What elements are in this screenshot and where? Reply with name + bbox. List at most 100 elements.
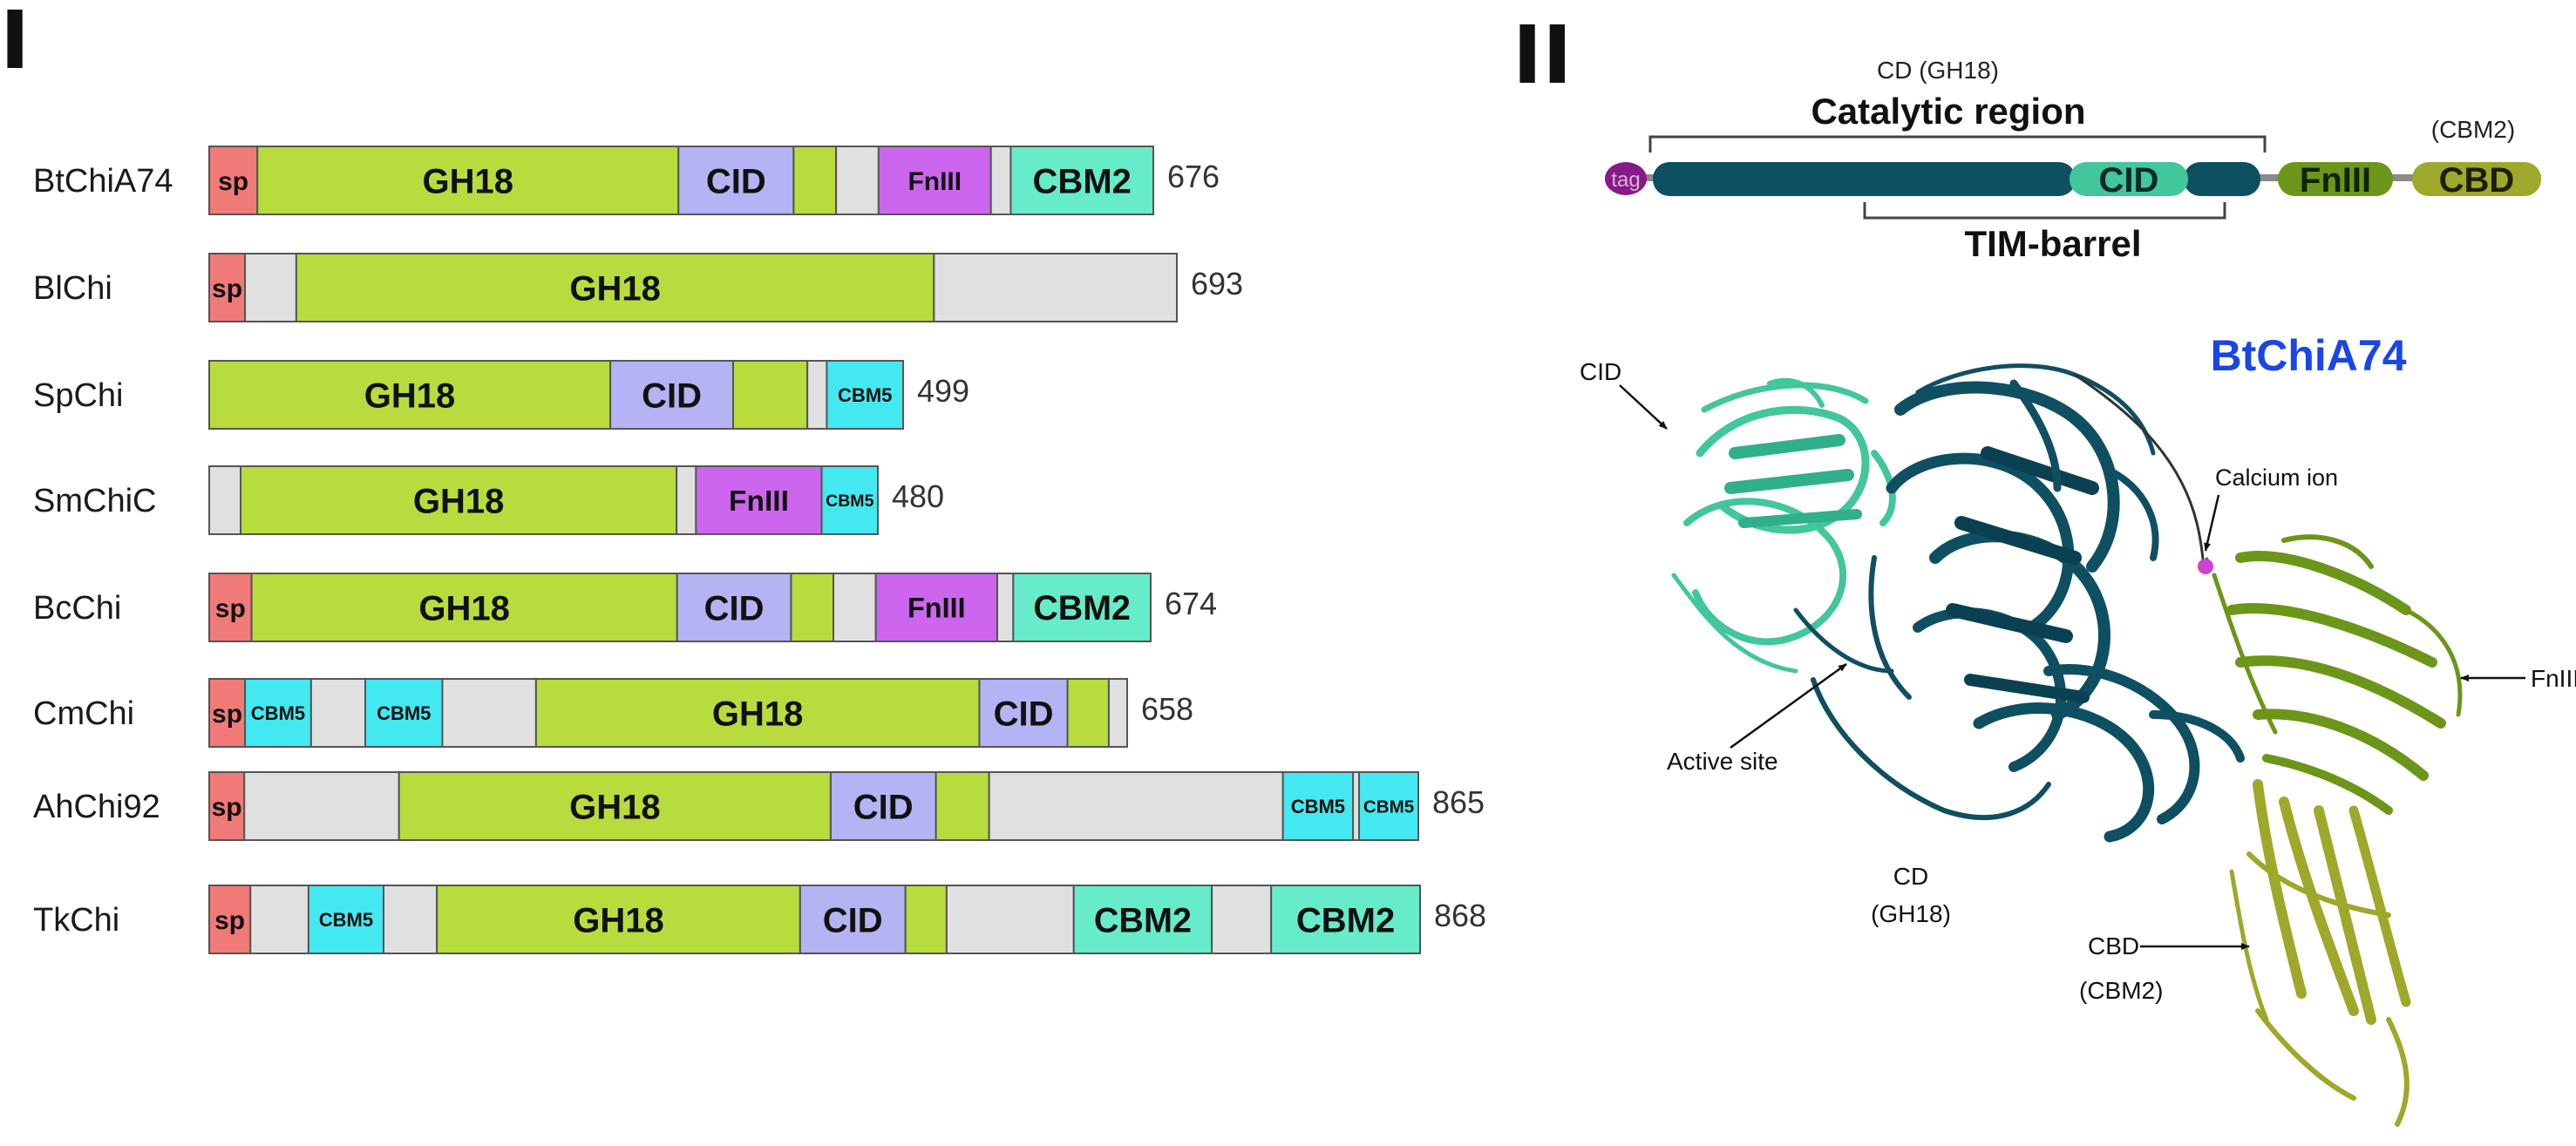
fn3-annotation: FnIII (2531, 665, 2576, 692)
protein-length-ahchi92: 865 (1432, 784, 1485, 820)
cbm2-label-tkchi-8: CBM2 (1094, 901, 1192, 939)
protein-name-tkchi: TkChi (33, 902, 119, 939)
sp-label-cmchi-0: sp (212, 700, 242, 729)
fn3-domain (2278, 162, 2393, 196)
linker-segment-btchia74-6 (989, 146, 1012, 215)
cid-domain-label: CID (2099, 161, 2159, 200)
cbm5-label-ahchi92-6: CBM5 (1291, 796, 1345, 817)
active-site-arrow (1730, 662, 1847, 749)
cid-label-ahchi92-3: CID (853, 788, 914, 826)
sp-segment-btchia74-0 (208, 146, 259, 215)
protein-name-smchic: SmChiC (33, 483, 156, 519)
gh18-label-cmchi-5: GH18 (712, 695, 804, 733)
protein-name-btchia74: BtChiA74 (33, 163, 173, 200)
tag-label: tag (1611, 168, 1640, 192)
catalytic-region-caption: Catalytic region (1811, 91, 2085, 132)
cid-segment-btchia74-2 (677, 146, 795, 215)
gh18-label-btchia74-1: GH18 (422, 162, 513, 200)
gh18-segment-ahchi92-2 (398, 771, 832, 841)
sp-label-blchi-0: sp (212, 275, 242, 303)
cid-segment-spchi-1 (609, 360, 734, 430)
fn3-domain-label: FnIII (2300, 161, 2371, 200)
protein-name-blchi: BlChi (33, 270, 112, 307)
sp-label-btchia74-0: sp (218, 167, 248, 196)
cbm5-label-smchic-4: CBM5 (826, 492, 873, 511)
linker-segment-blchi-3 (933, 253, 1178, 322)
tim-barrel-bracket (1863, 202, 2226, 220)
cbd-annotation: CBD (2088, 932, 2139, 960)
linker-segment-ahchi92-5 (988, 771, 1284, 841)
cid-label-tkchi-5: CID (823, 901, 883, 939)
cd-ribbon-cluster (1793, 363, 2245, 843)
linker-segment-bcchi-6 (996, 573, 1015, 642)
cd-annotation-line1: CD (1893, 863, 1928, 890)
cid-segment-bcchi-2 (676, 573, 792, 642)
cd-annotation-line2: (GH18) (1871, 900, 1951, 927)
calcium-ion-annotation: Calcium ion (2215, 465, 2338, 491)
gh18-label-tkchi-4: GH18 (573, 901, 664, 939)
linker-segment-smchic-2 (676, 465, 697, 535)
protein-length-blchi: 693 (1191, 266, 1243, 302)
cbm5-label-ahchi92-8: CBM5 (1363, 797, 1414, 817)
protein-length-smchic: 480 (892, 478, 944, 514)
linker-segment-btchia74-4 (835, 146, 880, 215)
linker-segment-smchic-0 (208, 465, 242, 535)
linker-segment-cmchi-2 (309, 678, 367, 748)
cbm2-segment-bcchi-7 (1012, 573, 1152, 642)
cbm2-segment-btchia74-7 (1009, 146, 1155, 215)
cbm2-label-bcchi-7: CBM2 (1033, 589, 1131, 627)
linker-segment-ahchi92-1 (243, 771, 400, 841)
tim-barrel-caption: TIM-barrel (1964, 223, 2141, 264)
gh18-segment-btchia74-3 (792, 146, 838, 215)
gh18-label-bcchi-1: GH18 (418, 589, 510, 627)
fn3-ribbon-cluster (2212, 534, 2463, 815)
gh18-segment-blchi-2 (295, 253, 935, 322)
cbd-ribbon-cluster (2229, 779, 2411, 1127)
gh18-segment-spchi-0 (208, 360, 612, 430)
cbm5-segment-spchi-4 (826, 360, 904, 430)
cid-domain (2070, 162, 2188, 196)
btchia74-structure: BtChiA74 (1580, 331, 2576, 1127)
gh18-segment-spchi-2 (731, 360, 809, 430)
panel-two-label: II (1512, 9, 1572, 102)
cid-label-bcchi-2: CID (704, 589, 765, 627)
protein-name-spchi: SpChi (33, 377, 124, 414)
sp-segment-tkchi-0 (208, 885, 252, 954)
fn3-segment-smchic-3 (695, 465, 823, 535)
protein-length-spchi: 499 (917, 373, 969, 409)
cbm2-segment-tkchi-10 (1270, 885, 1421, 954)
cid-segment-cmchi-6 (978, 678, 1069, 748)
cbm5-segment-ahchi92-6 (1281, 771, 1355, 841)
fn3-label-bcchi-5: FnIII (907, 593, 966, 624)
cbm2-label-tkchi-10: CBM2 (1296, 901, 1395, 939)
catalytic-region-bracket (1648, 135, 2267, 153)
interdomain-linker (2074, 373, 2209, 566)
linker-segment-bcchi-4 (833, 573, 877, 642)
gh18-segment-bcchi-3 (790, 573, 835, 642)
panel-two: II CD (GH18) Catalytic region (CBM2) tag… (1512, 9, 2576, 1127)
cbm5-segment-ahchi92-8 (1358, 771, 1419, 841)
btchia74-domain-schematic: CD (GH18) Catalytic region (CBM2) tag CI… (1605, 57, 2541, 264)
cbd-domain-label: CBD (2439, 161, 2515, 200)
protein-name-cmchi: CmChi (33, 695, 134, 732)
active-site-annotation: Active site (1667, 748, 1778, 775)
cd-domain-part2 (2184, 162, 2260, 196)
sp-label-ahchi92-0: sp (212, 793, 242, 822)
cid-ribbon-cluster (1671, 377, 1896, 674)
cbm5-label-cmchi-1: CBM5 (251, 702, 305, 724)
cid-label-btchia74-2: CID (706, 162, 766, 200)
